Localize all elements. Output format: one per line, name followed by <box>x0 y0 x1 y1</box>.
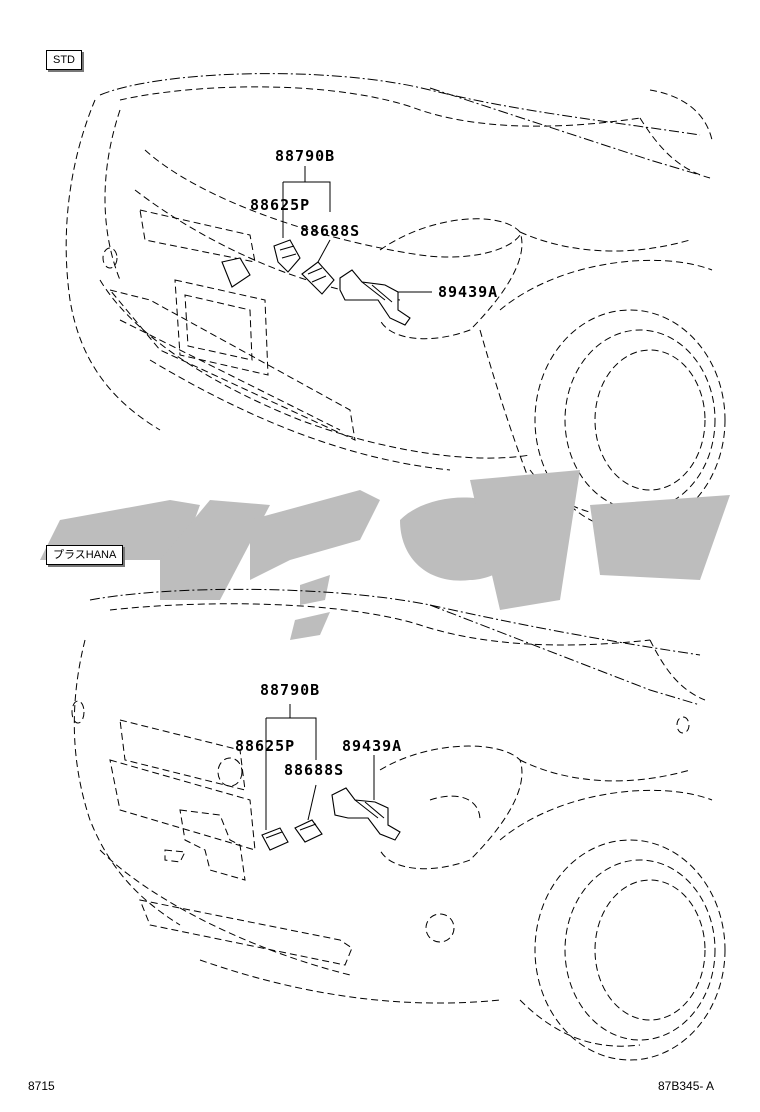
variant-tag-plus-hana: プラスHANA <box>46 545 124 565</box>
parts-cluster-bottom <box>261 704 401 851</box>
part-label-89439a-top[interactable]: 89439A <box>438 283 499 301</box>
parts-cluster-top <box>273 166 432 326</box>
part-label-88625p-bottom[interactable]: 88625P <box>235 737 296 755</box>
part-label-88790b-bottom[interactable]: 88790B <box>260 681 321 699</box>
watermark-logo <box>40 470 730 640</box>
part-label-88688s-top[interactable]: 88688S <box>300 222 361 240</box>
part-label-89439a-bottom[interactable]: 89439A <box>342 737 403 755</box>
car-outline-top <box>65 73 726 531</box>
footer-left-code: 8715 <box>28 1079 55 1093</box>
part-label-88790b-top[interactable]: 88790B <box>275 147 336 165</box>
part-label-88625p-top[interactable]: 88625P <box>250 196 311 214</box>
footer-right-code: 87B345- A <box>658 1079 715 1093</box>
variant-tag-std: STD <box>46 50 82 70</box>
part-label-88688s-bottom[interactable]: 88688S <box>284 761 345 779</box>
car-outline-bottom <box>71 588 726 1061</box>
